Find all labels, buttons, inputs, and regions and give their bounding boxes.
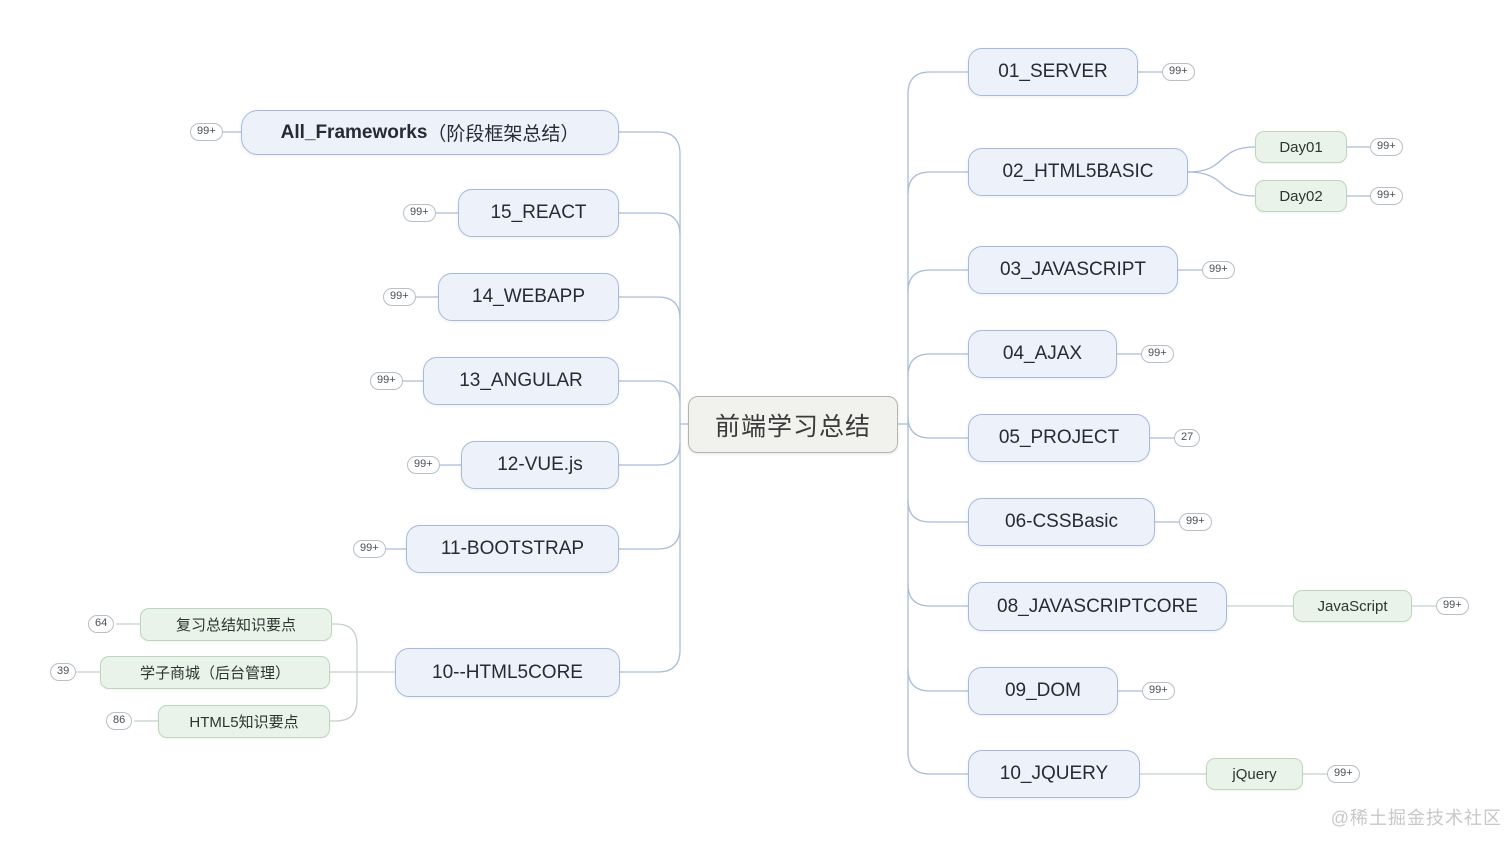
node-08-javascriptcore[interactable]: 08_JAVASCRIPTCORE bbox=[968, 582, 1227, 631]
node-01-server[interactable]: 01_SERVER bbox=[968, 48, 1138, 96]
node-15-react[interactable]: 15_REACT bbox=[458, 189, 619, 237]
badge-day01[interactable]: 99+ bbox=[1370, 138, 1403, 156]
watermark: @稀土掘金技术社区 bbox=[1330, 808, 1502, 828]
node-jquery-child[interactable]: jQuery bbox=[1206, 758, 1303, 790]
node-06-cssbasic[interactable]: 06-CSSBasic bbox=[968, 498, 1155, 546]
node-13-angular[interactable]: 13_ANGULAR bbox=[423, 357, 619, 405]
node-11-bootstrap[interactable]: 11-BOOTSTRAP bbox=[406, 525, 619, 573]
node-day02[interactable]: Day02 bbox=[1255, 180, 1347, 212]
badge-01-server[interactable]: 99+ bbox=[1162, 63, 1195, 81]
node-xuezi-mall-admin[interactable]: 学子商城（后台管理） bbox=[100, 656, 330, 689]
child-connectors bbox=[76, 605, 1436, 775]
main-connectors bbox=[218, 71, 1370, 775]
badge-javascript-child[interactable]: 99+ bbox=[1436, 597, 1469, 615]
node-javascript-child[interactable]: JavaScript bbox=[1293, 590, 1412, 622]
node-04-ajax[interactable]: 04_AJAX bbox=[968, 330, 1117, 378]
node-10-html5core[interactable]: 10--HTML5CORE bbox=[395, 648, 620, 697]
node-all-frameworks-zh: （阶段框架总结） bbox=[427, 123, 580, 145]
badge-15-react[interactable]: 99+ bbox=[403, 204, 436, 222]
node-02-html5basic[interactable]: 02_HTML5BASIC bbox=[968, 148, 1188, 196]
badge-day02[interactable]: 99+ bbox=[1370, 187, 1403, 205]
badge-14-webapp[interactable]: 99+ bbox=[383, 288, 416, 306]
badge-05-project[interactable]: 27 bbox=[1174, 429, 1201, 447]
node-day01[interactable]: Day01 bbox=[1255, 131, 1347, 163]
node-html5-knowledge-points[interactable]: HTML5知识要点 bbox=[158, 705, 330, 738]
badge-04-ajax[interactable]: 99+ bbox=[1141, 345, 1174, 363]
badge-html5-knowledge-points[interactable]: 86 bbox=[106, 712, 133, 730]
badge-03-javascript[interactable]: 99+ bbox=[1202, 261, 1235, 279]
node-root[interactable]: 前端学习总结 bbox=[688, 396, 898, 453]
node-review-summary-points[interactable]: 复习总结知识要点 bbox=[140, 608, 332, 641]
badge-review-summary-points[interactable]: 64 bbox=[88, 615, 115, 633]
badge-all-frameworks[interactable]: 99+ bbox=[190, 123, 223, 141]
badge-13-angular[interactable]: 99+ bbox=[370, 372, 403, 390]
badge-12-vuejs[interactable]: 99+ bbox=[407, 456, 440, 474]
node-03-javascript[interactable]: 03_JAVASCRIPT bbox=[968, 246, 1178, 294]
badge-11-bootstrap[interactable]: 99+ bbox=[353, 540, 386, 558]
node-10-jquery[interactable]: 10_JQUERY bbox=[968, 750, 1140, 798]
node-all-frameworks[interactable]: All_Frameworks（阶段框架总结） bbox=[241, 110, 619, 155]
node-05-project[interactable]: 05_PROJECT bbox=[968, 414, 1150, 462]
node-09-dom[interactable]: 09_DOM bbox=[968, 667, 1118, 715]
badge-xuezi-mall-admin[interactable]: 39 bbox=[50, 663, 77, 681]
badge-09-dom[interactable]: 99+ bbox=[1142, 682, 1175, 700]
node-12-vuejs[interactable]: 12-VUE.js bbox=[461, 441, 619, 489]
node-all-frameworks-en: All_Frameworks bbox=[280, 121, 428, 143]
badge-jquery-child[interactable]: 99+ bbox=[1327, 765, 1360, 783]
badge-06-cssbasic[interactable]: 99+ bbox=[1179, 513, 1212, 531]
node-14-webapp[interactable]: 14_WEBAPP bbox=[438, 273, 619, 321]
